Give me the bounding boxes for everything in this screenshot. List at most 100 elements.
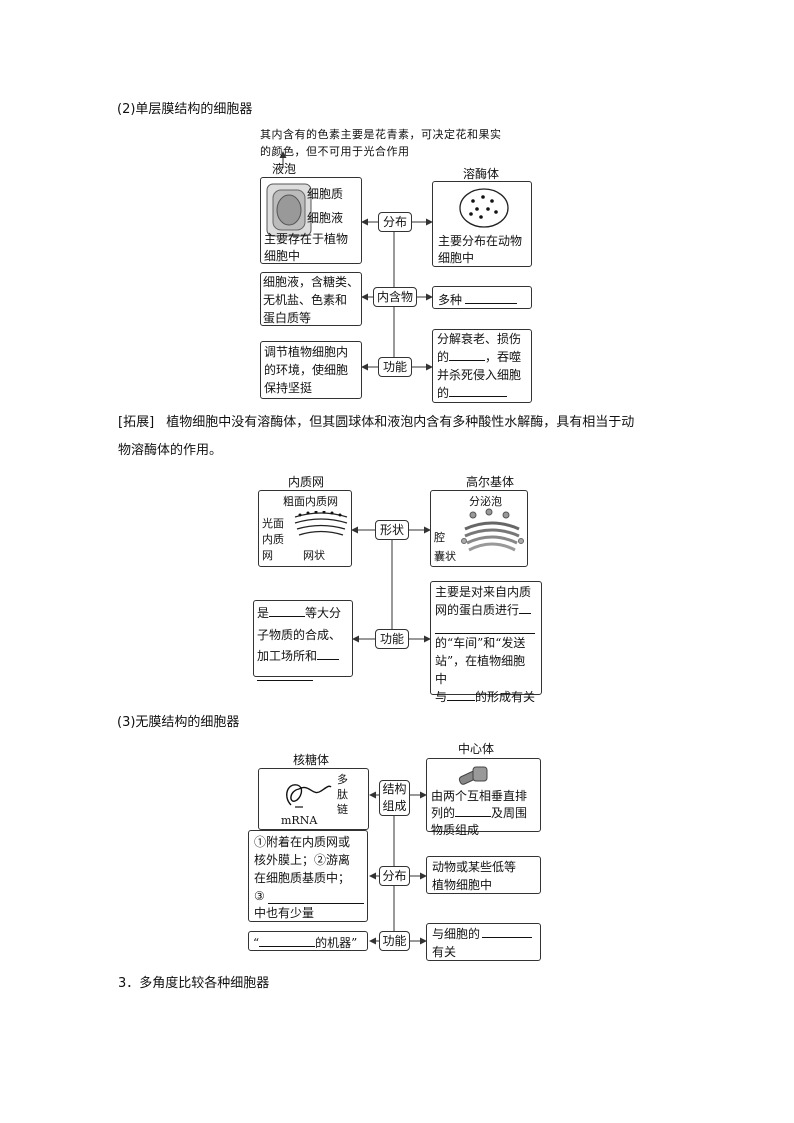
label-polypeptide: 肽 — [337, 788, 348, 801]
centrosome-structure-text: 列的 — [431, 806, 456, 820]
lysosome-contents-box: 多种 — [432, 286, 532, 309]
answer-blank[interactable] — [447, 688, 476, 701]
golgi-function-line: 的“车间”和“发送 — [435, 636, 526, 650]
lysosome-title: 溶酶体 — [463, 167, 500, 181]
ribosome-title: 核糖体 — [293, 753, 330, 767]
er-box: 粗面内质网 光面 内质 网 网状 — [258, 490, 352, 567]
centrosome-structure-line: 物质组成 — [431, 823, 480, 837]
label-smooth-er: 网 — [262, 549, 273, 562]
lysosome-function-line: 分解衰老、损伤 — [437, 332, 522, 346]
vacuole-note-line: 其内含有的色素主要是花青素，可决定花和果实 — [260, 128, 502, 141]
er-function-box: 是 等大分 子物质的合成、 加工场所和 — [253, 600, 353, 681]
centrosome-box: 由两个互相垂直排 列的 及周围 物质组成 — [426, 758, 541, 837]
lysosome-distribution: 细胞中 — [438, 251, 475, 265]
ribosome-function-box: “的机器” — [248, 931, 368, 951]
ribosome-distribution-box: ①附着在内质网或 核外膜上；②游离 在细胞质基质中； ③ 中也有少量 — [248, 830, 368, 922]
label-cytoplasm: 细胞质 — [307, 187, 344, 201]
centrosome-distribution-box: 动物或某些低等 植物细胞中 — [426, 856, 541, 894]
vacuole-title: 液泡 — [272, 162, 297, 176]
golgi-function-text: 网的蛋白质进行 — [435, 603, 520, 617]
answer-blank[interactable] — [317, 647, 340, 660]
golgi-function-text: 的形成有关 — [475, 690, 536, 704]
answer-blank[interactable] — [449, 348, 486, 361]
label-polypeptide: 链 — [337, 803, 348, 816]
answer-blank[interactable] — [465, 291, 518, 304]
er-function-text: 是 — [257, 606, 270, 620]
shape-label: 形状 — [375, 520, 409, 540]
lysosome-illustration — [459, 188, 509, 228]
vacuole-distribution: 主要存在于植物 — [264, 232, 349, 246]
item-heading: 3．多角度比较各种细胞器 — [118, 976, 270, 991]
lysosome-function-text: 的 — [437, 386, 450, 400]
golgi-function-line: 主要是对来自内质 — [435, 585, 532, 599]
expansion-paragraph: [拓展] 植物细胞中没有溶酶体，但其圆球体和液泡内含有多种酸性水解酶，具有相当于… — [118, 410, 698, 436]
answer-blank[interactable] — [268, 901, 364, 904]
answer-blank[interactable] — [449, 384, 508, 397]
label-polypeptide: 多 — [337, 773, 348, 786]
vacuole-contents-line: 无机盐、色素和 — [263, 293, 348, 307]
centrosome-distribution-line: 动物或某些低等 — [432, 860, 517, 874]
ribosome-distribution-line: 中也有少量 — [254, 906, 315, 920]
ribosome-box: 多 肽 链 mRNA — [258, 768, 369, 830]
vacuole-function-box: 调节植物细胞内 的环境，使细胞 保持坚挺 — [260, 341, 362, 399]
label-rough-er: 粗面内质网 — [283, 495, 338, 508]
label-saccule: 囊状 — [434, 550, 456, 563]
answer-blank[interactable] — [269, 604, 306, 617]
centrosome-title: 中心体 — [458, 742, 495, 756]
structure-label-line: 结构 — [382, 782, 407, 796]
lysosome-function-text: ，吞噬 — [485, 350, 522, 364]
ribosome-distribution-line: 核外膜上；②游离 — [254, 853, 351, 867]
function-label: 功能 — [378, 357, 412, 377]
label-mrna: mRNA — [281, 814, 318, 827]
lysosome-function-line: 并杀死侵入细胞 — [437, 368, 522, 382]
label-smooth-er: 光面 — [262, 517, 284, 530]
lysosome-distribution: 主要分布在动物 — [438, 234, 523, 248]
vacuole-function-line: 调节植物细胞内 — [264, 345, 349, 359]
er-function-text: 加工场所和 — [257, 649, 318, 663]
lysosome-function-box: 分解衰老、损伤 的 ，吞噬 并杀死侵入细胞 的 — [432, 329, 532, 403]
centrosome-function-text: 与细胞的 — [432, 927, 481, 941]
plant-cell-illustration — [266, 183, 312, 237]
label-cavity: 腔 — [434, 531, 445, 544]
answer-blank[interactable] — [435, 619, 535, 634]
centrosome-distribution-line: 植物细胞中 — [432, 878, 493, 892]
structure-label-line: 组成 — [382, 799, 407, 813]
golgi-function-box: 主要是对来自内质 网的蛋白质进行 的“车间”和“发送 站”，在植物细胞中 与的形… — [430, 581, 542, 704]
lysosome-function-text: 的 — [437, 350, 450, 364]
expansion-text: 物溶酶体的作用。 — [118, 443, 223, 458]
vacuole-contents-box: 细胞液，含糖类、 无机盐、色素和 蛋白质等 — [260, 272, 362, 326]
label-secretory-vesicle: 分泌泡 — [469, 495, 502, 508]
golgi-box: 分泌泡 腔 囊状 — [430, 490, 528, 567]
er-title: 内质网 — [288, 475, 325, 489]
ribosome-illustration — [286, 784, 332, 808]
expansion-tag: [拓展] — [118, 415, 155, 430]
ribosome-distribution-line: 在细胞质基质中； — [254, 871, 351, 885]
centrosome-function-box: 与细胞的 有关 — [426, 923, 541, 961]
label-smooth-er: 内质 — [262, 533, 284, 546]
function-label: 功能 — [375, 629, 409, 649]
vacuole-contents-line: 细胞液，含糖类、 — [263, 275, 360, 289]
answer-blank[interactable] — [519, 601, 532, 614]
vacuole-function-line: 保持坚挺 — [264, 381, 313, 395]
er-function-line: 子物质的合成、 — [257, 628, 342, 642]
centrosome-structure-text: 及周围 — [491, 806, 528, 820]
contents-label: 内含物 — [373, 287, 417, 307]
answer-blank[interactable] — [482, 925, 533, 938]
centrosome-structure-line: 由两个互相垂直排 — [431, 789, 528, 803]
golgi-title: 高尔基体 — [466, 475, 515, 489]
label-cell-sap: 细胞液 — [307, 211, 344, 225]
answer-blank[interactable] — [257, 668, 313, 681]
distribution-label: 分布 — [379, 866, 410, 886]
er-function-text: 等大分 — [305, 606, 342, 620]
vacuole-contents-line: 蛋白质等 — [263, 311, 312, 325]
answer-blank[interactable] — [259, 934, 316, 947]
ribosome-distribution-text: ③ — [254, 889, 265, 903]
lysosome-box: 主要分布在动物 细胞中 — [432, 181, 532, 267]
function-label: 功能 — [379, 931, 410, 951]
answer-blank[interactable] — [455, 804, 492, 817]
golgi-function-line: 站”，在植物细胞中 — [435, 654, 526, 686]
golgi-illustration — [461, 508, 524, 552]
centrosome-illustration — [458, 766, 488, 785]
section-heading: (2)单层膜结构的细胞器 — [117, 102, 253, 117]
